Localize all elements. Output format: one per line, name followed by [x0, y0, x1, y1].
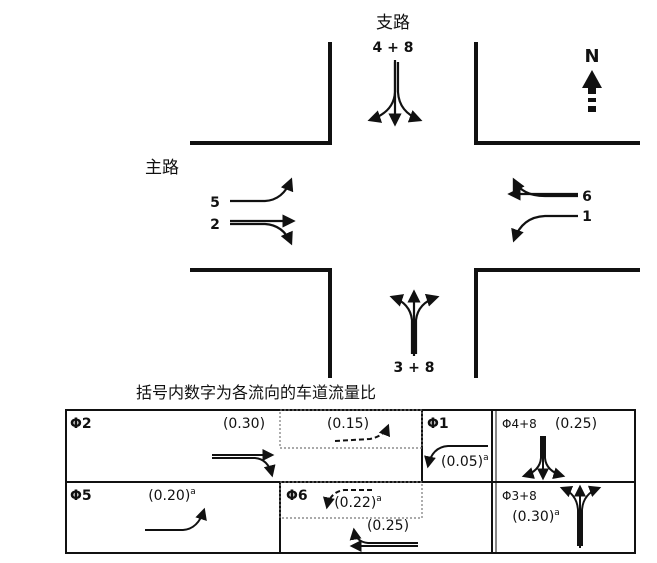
- east-approach-arrows: [507, 177, 578, 243]
- curb-northeast: [474, 42, 640, 145]
- west-approach-arrows: [230, 177, 296, 246]
- phi2-label: Φ2: [70, 416, 92, 432]
- intersection-curbs: [190, 42, 640, 378]
- south-approach-arrows: [389, 289, 440, 356]
- phi6-through-ratio: (0.25): [367, 518, 409, 534]
- phi48-label: Φ4+8: [502, 417, 537, 431]
- north-movement-label: 4 + 8: [373, 40, 414, 56]
- phi6-label: Φ6: [286, 488, 308, 504]
- phase-table: [65, 409, 636, 554]
- phi5-label: Φ5: [70, 488, 92, 504]
- phi6-arrows: [323, 489, 418, 552]
- phi48-arrows: [521, 436, 566, 481]
- phi5-arrow: [145, 507, 207, 531]
- east-movement-1: 1: [582, 209, 592, 225]
- phi2-dotted-box: [279, 409, 423, 449]
- phi48-ratio: (0.25): [555, 416, 597, 432]
- minor-road-label: 支路: [376, 13, 410, 33]
- phi6-dashed-ratio: (0.22)a: [334, 494, 382, 511]
- north-approach-arrows: [367, 60, 423, 127]
- west-movement-5: 5: [210, 195, 220, 211]
- curb-northwest: [190, 42, 332, 145]
- phi5-ratio: (0.20)a: [148, 487, 196, 504]
- phase-table-caption: 括号内数字为各流向的车道流量比: [136, 383, 376, 402]
- phi1-label: Φ1: [427, 416, 449, 432]
- phi38-ratio: (0.30)a: [512, 508, 560, 525]
- phi38-arrows: [559, 484, 602, 548]
- phi2-arrows: [212, 423, 390, 478]
- east-movement-6: 6: [582, 189, 592, 205]
- phi1-ratio: (0.05)a: [441, 453, 489, 470]
- phi2-through-ratio: (0.30): [223, 416, 265, 432]
- phi38-label: Φ3+8: [502, 489, 537, 503]
- major-road-label: 主路: [145, 158, 179, 178]
- north-arrow-icon: N: [582, 46, 602, 112]
- west-movement-2: 2: [210, 217, 220, 233]
- phi1-arrow: [424, 445, 488, 469]
- curb-southeast: [474, 268, 640, 378]
- curb-southwest: [190, 268, 332, 378]
- south-movement-label: 3 + 8: [394, 360, 435, 376]
- svg-text:N: N: [584, 46, 599, 67]
- phi6-dotted-box: [279, 481, 423, 519]
- phi2-dashed-ratio: (0.15): [327, 416, 369, 432]
